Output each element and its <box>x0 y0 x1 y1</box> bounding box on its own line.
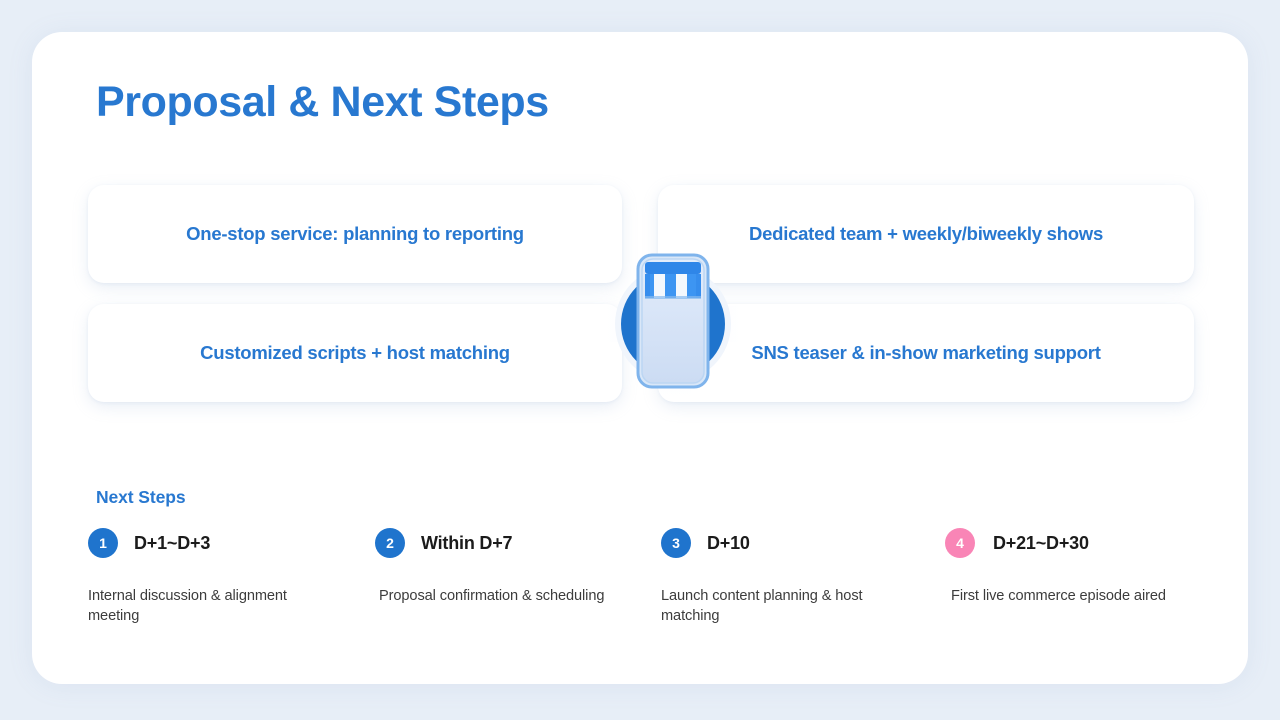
step-number-badge: 4 <box>945 528 975 558</box>
step-description: Proposal confirmation & scheduling <box>379 588 605 604</box>
feature-card-bottom-left[interactable]: Customized scripts + host matching <box>88 304 622 402</box>
feature-card-grid: One-stop service: planning to reporting … <box>88 185 1194 412</box>
next-step-header: 4 D+21~D+30 <box>945 522 1225 564</box>
slide-card: Proposal & Next Steps One-stop service: … <box>32 32 1248 684</box>
next-step-item: 3 D+10 Launch content planning & host ma… <box>661 522 941 626</box>
next-step-header: 2 Within D+7 <box>375 522 655 564</box>
step-number-badge: 3 <box>661 528 691 558</box>
next-step-header: 1 D+1~D+3 <box>88 522 368 564</box>
step-period-label: D+21~D+30 <box>993 532 1089 553</box>
step-description: First live commerce episode aired <box>951 588 1166 604</box>
feature-card-label: SNS teaser & in-show marketing support <box>751 342 1101 363</box>
next-step-item: 1 D+1~D+3 Internal discussion & alignmen… <box>88 522 368 626</box>
next-step-item: 4 D+21~D+30 First live commerce episode … <box>945 522 1225 606</box>
feature-card-bottom-right[interactable]: SNS teaser & in-show marketing support <box>658 304 1194 402</box>
step-description: Internal discussion & alignment meeting <box>88 588 287 624</box>
step-period-label: D+10 <box>707 532 750 553</box>
step-number-badge: 1 <box>88 528 118 558</box>
feature-card-top-right[interactable]: Dedicated team + weekly/biweekly shows <box>658 185 1194 283</box>
feature-card-label: One-stop service: planning to reporting <box>186 223 524 244</box>
feature-card-top-left[interactable]: One-stop service: planning to reporting <box>88 185 622 283</box>
next-step-item: 2 Within D+7 Proposal confirmation & sch… <box>375 522 655 606</box>
step-period-label: Within D+7 <box>421 532 513 553</box>
feature-card-label: Customized scripts + host matching <box>200 342 510 363</box>
feature-card-label: Dedicated team + weekly/biweekly shows <box>749 223 1103 244</box>
page-title: Proposal & Next Steps <box>96 78 549 126</box>
step-description: Launch content planning & host matching <box>661 588 863 624</box>
step-period-label: D+1~D+3 <box>134 532 211 553</box>
next-steps-heading: Next Steps <box>96 487 186 507</box>
step-number-badge: 2 <box>375 528 405 558</box>
next-steps-timeline: 1 D+1~D+3 Internal discussion & alignmen… <box>88 522 1192 672</box>
next-step-header: 3 D+10 <box>661 522 941 564</box>
